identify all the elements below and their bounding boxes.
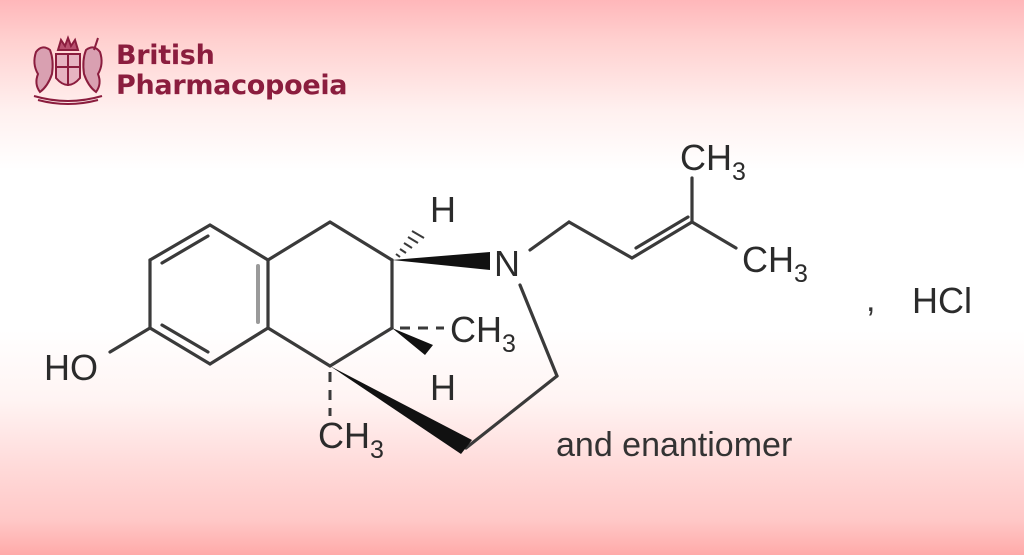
british-pharmacopoeia-logo: British Pharmacopoeia [28,34,348,108]
brand-line-pharmacopoeia: Pharmacopoeia [116,70,348,101]
methyl-label-ring: CH3 [450,309,516,358]
enantiomer-caption: and enantiomer [556,426,793,464]
salt-label: HCl [912,280,972,321]
hydroxyl-label: HO [44,347,98,388]
methyl-label-right: CH3 [742,239,808,288]
h-top-label: H [430,189,456,230]
royal-coat-of-arms-icon [33,35,103,105]
nitrogen-label: N [494,243,520,284]
brand-line-british: British [116,40,215,71]
h-bottom-label: H [430,367,456,408]
salt-separator: , [866,281,876,319]
methyl-label-quaternary: CH3 [318,415,384,464]
methyl-label-top: CH3 [680,137,746,186]
